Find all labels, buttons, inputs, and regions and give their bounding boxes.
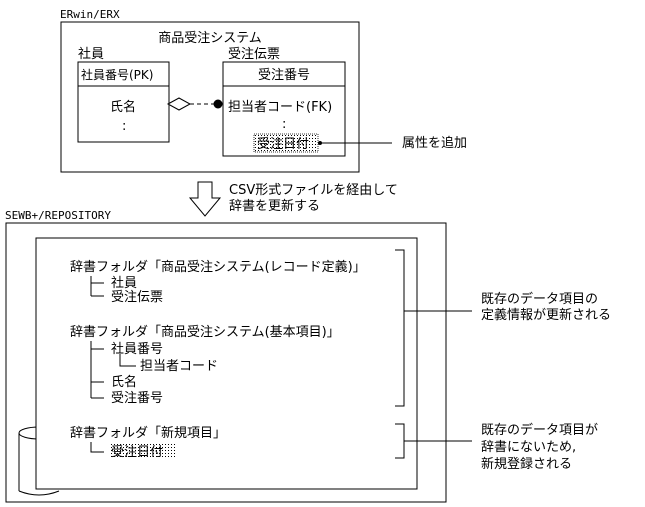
folder2-item-employee-no[interactable]: 社員番号 xyxy=(111,341,163,357)
entity-employee-key: 社員番号(PK) xyxy=(81,67,153,82)
system-title: 商品受注システム xyxy=(158,31,262,46)
folder2-item-name[interactable]: 氏名 xyxy=(111,374,137,390)
note-new-line2: 辞書にないため, xyxy=(481,440,576,455)
transfer-line1: CSV形式ファイルを経由して xyxy=(229,183,398,198)
folder1-title[interactable]: 辞書フォルダ「商品受注システム(レコード定義)」 xyxy=(70,259,366,275)
note-updated-line2: 定義情報が更新される xyxy=(481,307,611,323)
entity-employee-box[interactable] xyxy=(77,61,170,143)
entity-order-key: 受注番号 xyxy=(258,68,310,83)
folder3-tree-lines xyxy=(90,442,104,453)
repo-label: SEWB+/REPOSITORY xyxy=(5,209,111,222)
bracket-updated xyxy=(395,249,472,407)
folder3-item-order-date[interactable]: 受注日付 xyxy=(111,445,163,460)
down-arrow-icon xyxy=(188,181,222,217)
note-updated-line1: 既存のデータ項目の xyxy=(481,291,598,307)
erx-label: ERwin/ERX xyxy=(60,8,120,21)
folder1-item-order[interactable]: 受注伝票 xyxy=(111,290,163,305)
note-new-line1: 既存のデータ項目が xyxy=(481,422,598,438)
folder3-title[interactable]: 辞書フォルダ「新規項目」 xyxy=(70,425,226,441)
folder2-item-staff-code[interactable]: 担当者コード xyxy=(140,359,218,374)
folder2-item-order-no[interactable]: 受注番号 xyxy=(111,391,163,406)
folder1-tree-lines xyxy=(90,276,104,297)
bracket-new xyxy=(395,423,472,459)
transfer-line2: 辞書を更新する xyxy=(229,198,320,214)
repo-inner-box xyxy=(35,237,418,490)
entity-order-attr-fk: 担当者コード(FK) xyxy=(228,100,332,115)
entity-order-attr-more: : xyxy=(282,117,286,132)
note-new-line3: 新規登録される xyxy=(481,456,572,472)
entity-employee-name: 社員 xyxy=(78,46,104,62)
folder2-title[interactable]: 辞書フォルダ「商品受注システム(基本項目)」 xyxy=(70,325,340,340)
entity-order-added-attr: 受注日付 xyxy=(257,137,309,152)
entity-employee-attr-name: 氏名 xyxy=(110,99,136,115)
entity-employee-attr-more: : xyxy=(122,119,126,134)
new-item-highlight xyxy=(109,443,176,459)
entity-order-name: 受注伝票 xyxy=(228,47,280,62)
folder2-tree-lines xyxy=(90,341,136,399)
folder1-item-employee[interactable]: 社員 xyxy=(111,275,137,291)
relationship-dot xyxy=(213,99,223,109)
callout-text: 属性を追加 xyxy=(402,135,467,151)
